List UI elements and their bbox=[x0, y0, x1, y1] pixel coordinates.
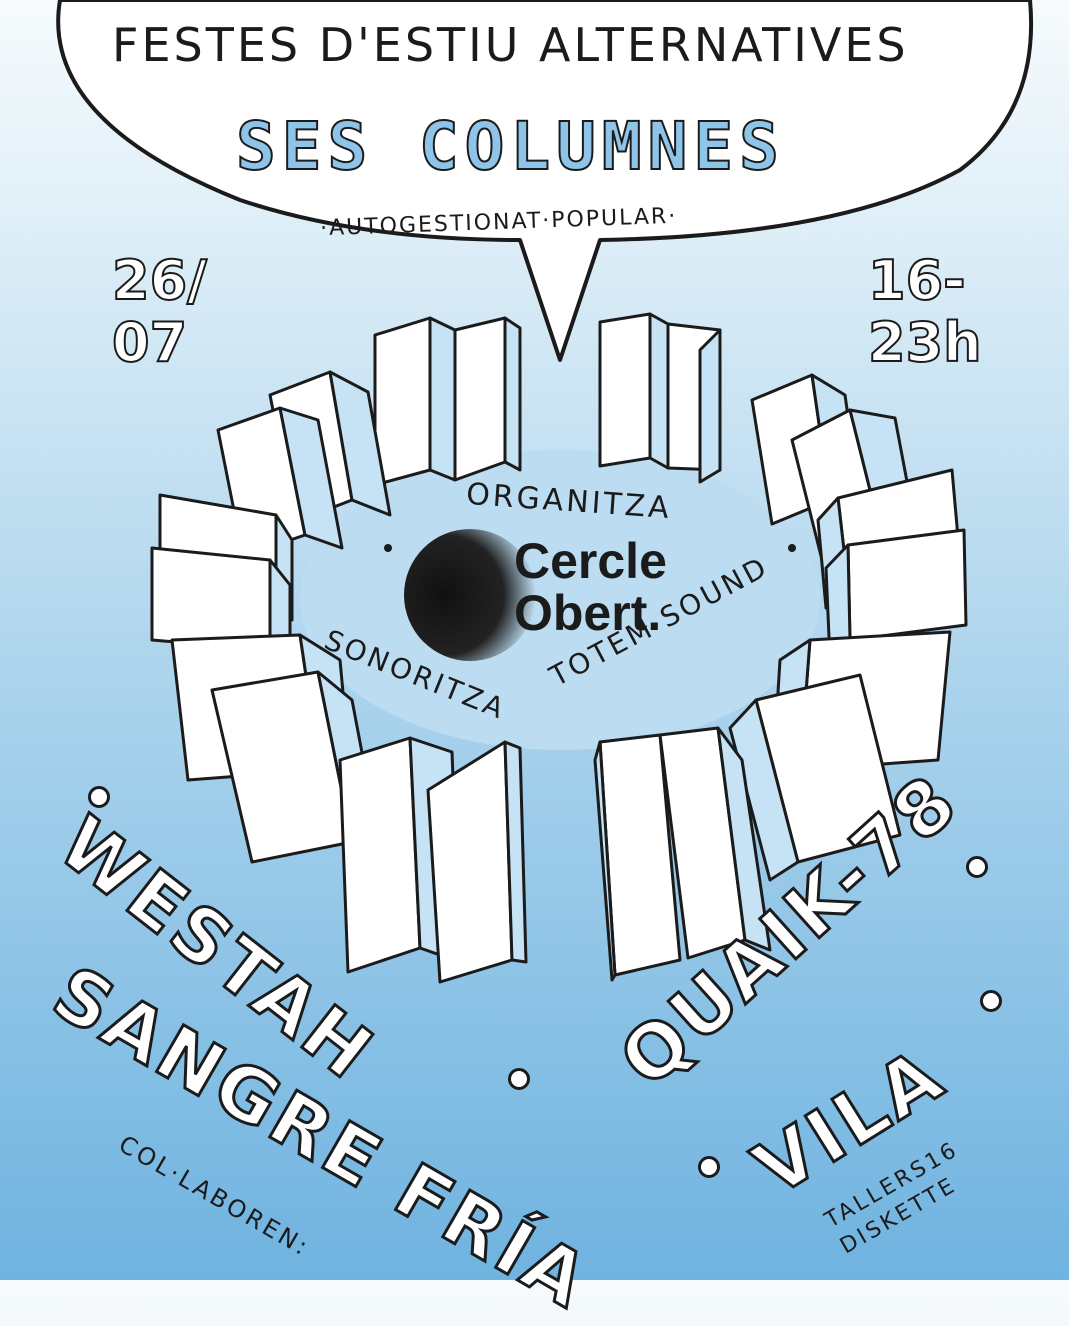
cercle-obert-logo-icon bbox=[404, 529, 536, 661]
column-block bbox=[426, 740, 528, 984]
bullet-dot bbox=[508, 1068, 530, 1090]
column-block bbox=[373, 316, 457, 487]
bullet-dot bbox=[88, 786, 110, 808]
column-block bbox=[658, 726, 772, 960]
event-title: SES COLUMNES bbox=[235, 107, 785, 186]
column-block bbox=[824, 528, 968, 662]
bullet-dot bbox=[966, 856, 988, 878]
organizer-name: Cercle Obert. bbox=[514, 533, 667, 641]
column-block bbox=[338, 736, 462, 974]
bullet-dot bbox=[698, 1156, 720, 1178]
column-block bbox=[728, 673, 902, 882]
column-ring bbox=[150, 312, 968, 984]
poster-artwork bbox=[56, 0, 1034, 984]
event-hours: 16- 23h bbox=[867, 249, 983, 375]
column-block bbox=[593, 733, 682, 982]
stage-ellipse bbox=[300, 450, 820, 750]
event-headline: FESTES D'ESTIU ALTERNATIVES bbox=[112, 18, 909, 72]
bullet-dot bbox=[980, 990, 1002, 1012]
poster: FESTES D'ESTIU ALTERNATIVES SES COLUMNES… bbox=[38, 0, 1034, 1326]
event-date: 26/ 07 bbox=[111, 249, 208, 375]
column-block bbox=[598, 312, 670, 470]
speech-bubble bbox=[56, 0, 1034, 362]
column-block bbox=[666, 322, 722, 484]
column-block bbox=[453, 316, 522, 482]
